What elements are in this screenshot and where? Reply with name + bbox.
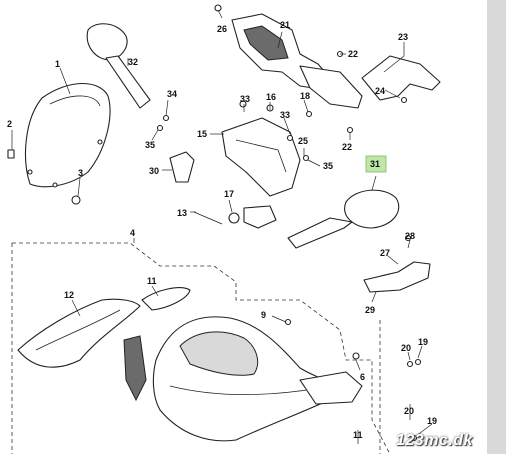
callout-33[interactable]: 33 — [240, 94, 250, 104]
callout-23[interactable]: 23 — [398, 32, 408, 42]
fastener-33b — [286, 134, 294, 142]
fastener-34 — [162, 114, 170, 122]
callout-9[interactable]: 9 — [261, 310, 266, 320]
screw-part-2[interactable] — [7, 149, 15, 159]
callout-26[interactable]: 26 — [217, 24, 227, 34]
bracket-part-27[interactable] — [363, 261, 431, 293]
fastener-6 — [352, 352, 360, 360]
fastener-19b — [410, 434, 418, 442]
callout-22b[interactable]: 22 — [342, 142, 352, 152]
callout-1[interactable]: 1 — [55, 59, 60, 69]
callout-2[interactable]: 2 — [7, 119, 12, 129]
callout-31[interactable]: 31 — [370, 159, 380, 169]
callout-4[interactable]: 4 — [130, 228, 135, 238]
callout-6[interactable]: 6 — [360, 372, 365, 382]
side-bracket-part[interactable] — [361, 55, 441, 101]
left-mirror-stem — [105, 55, 151, 109]
inner-cover-part — [123, 335, 147, 402]
callout-12[interactable]: 12 — [64, 290, 74, 300]
fastener-35a — [156, 124, 164, 132]
callout-18[interactable]: 18 — [300, 91, 310, 101]
fastener-19 — [414, 358, 422, 366]
callout-17[interactable]: 17 — [224, 189, 234, 199]
lower-cowl-part — [299, 371, 363, 405]
callout-19b[interactable]: 19 — [427, 416, 437, 426]
callout-11b[interactable]: 11 — [353, 430, 363, 440]
front-fairing-contour — [169, 385, 321, 395]
side-panel-part-12[interactable] — [17, 298, 141, 368]
right-mirror-part[interactable] — [344, 189, 400, 229]
front-fairing-shade — [179, 331, 259, 376]
callout-22[interactable]: 22 — [348, 49, 358, 59]
callout-28[interactable]: 28 — [405, 231, 415, 241]
leader-lines — [11, 9, 433, 444]
right-scroll-strip — [487, 0, 506, 454]
fastener-28 — [404, 234, 412, 242]
callout-13[interactable]: 13 — [177, 208, 187, 218]
screen-bolt — [27, 169, 33, 175]
fastener-35 — [302, 154, 310, 162]
callout-29[interactable]: 29 — [365, 305, 375, 315]
callout-34[interactable]: 34 — [167, 89, 177, 99]
grommet-part-3[interactable] — [71, 195, 81, 205]
callout-32[interactable]: 32 — [128, 57, 138, 67]
left-mirror-part[interactable] — [86, 23, 128, 61]
fastener-24 — [400, 96, 408, 104]
callout-19[interactable]: 19 — [418, 337, 428, 347]
callout-labels: 26 21 22 23 32 1 34 33 16 18 24 2 15 33 … — [7, 20, 437, 440]
windscreen-edge — [49, 95, 101, 107]
fastener-20 — [406, 360, 414, 368]
highlight-box-31 — [365, 155, 387, 173]
inner-stay-part — [299, 65, 363, 109]
bracket-part-30[interactable] — [169, 151, 195, 183]
callout-3[interactable]: 3 — [78, 168, 83, 178]
fastener-9 — [284, 318, 292, 326]
callout-27[interactable]: 27 — [380, 248, 390, 258]
main-stay-part[interactable] — [221, 117, 301, 197]
callout-25[interactable]: 25 — [298, 136, 308, 146]
main-stay-detail — [235, 139, 287, 173]
right-mirror-stem — [287, 217, 353, 249]
upper-bracket-shadow — [243, 25, 289, 61]
panel-part-11[interactable] — [141, 287, 191, 311]
callout-16[interactable]: 16 — [266, 92, 276, 102]
fastener-26 — [214, 4, 222, 12]
fastener-33 — [239, 100, 247, 108]
callout-30[interactable]: 30 — [149, 166, 159, 176]
mounting-plate — [243, 205, 277, 229]
screen-bolt — [52, 182, 58, 188]
callout-20b[interactable]: 20 — [404, 406, 414, 416]
screen-bolt — [97, 139, 103, 145]
side-panel-stripe — [35, 309, 121, 351]
grommet-part-17[interactable] — [228, 212, 240, 224]
callout-35[interactable]: 35 — [145, 140, 155, 150]
callout-35b[interactable]: 35 — [323, 161, 333, 171]
callout-20[interactable]: 20 — [401, 343, 411, 353]
callout-15[interactable]: 15 — [197, 129, 207, 139]
windscreen-part[interactable] — [25, 82, 111, 188]
fastener-22b — [346, 126, 354, 134]
callout-21[interactable]: 21 — [280, 20, 290, 30]
fastener-18 — [305, 110, 313, 118]
rod-part-13[interactable] — [193, 211, 223, 225]
assembly-boundary-4 — [11, 242, 391, 454]
callout-24[interactable]: 24 — [375, 86, 385, 96]
watermark-logo: 123mc.dk — [396, 432, 473, 449]
callout-33b[interactable]: 33 — [280, 110, 290, 120]
callout-11[interactable]: 11 — [147, 276, 157, 286]
